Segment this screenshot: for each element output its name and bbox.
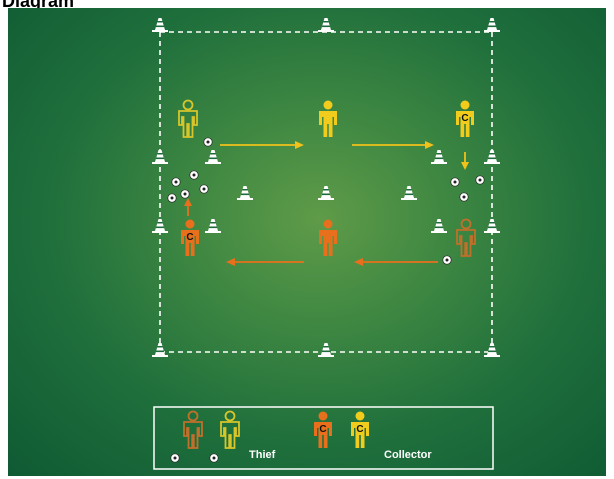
ball-icon <box>167 193 177 203</box>
arrow-down-icon <box>461 152 469 170</box>
ball-icon <box>170 453 180 463</box>
player-yellow-icon <box>319 100 337 137</box>
ball-icon <box>199 184 209 194</box>
cone-icon <box>484 219 500 233</box>
ball-icon <box>475 175 485 185</box>
collector-marker: C <box>461 113 468 124</box>
legend-collector-marker: C <box>319 424 326 435</box>
thief-yellow-outline-icon <box>178 99 198 138</box>
cone-icon <box>152 18 168 32</box>
collector-marker: C <box>186 232 193 243</box>
cone-icon <box>484 18 500 32</box>
cone-icon <box>401 186 417 200</box>
legend-box <box>153 406 494 470</box>
legend-thief-yellow-icon <box>220 410 240 449</box>
collector-yellow: C <box>456 100 474 137</box>
legend-collector-label: Collector <box>384 449 432 461</box>
ball-icon <box>209 453 219 463</box>
arrow-left-icon <box>226 258 304 266</box>
arrows <box>184 141 469 266</box>
ball-icon <box>450 177 460 187</box>
arrow-left-icon <box>354 258 438 266</box>
cone-icon <box>431 219 447 233</box>
legend-thief-label: Thief <box>249 449 276 461</box>
training-field: C C Thief C C Collector <box>8 8 606 476</box>
cone-icon <box>318 343 334 357</box>
legend-collector-orange: C <box>314 411 332 448</box>
cone-icon <box>152 343 168 357</box>
cone-icon <box>205 150 221 164</box>
diagram-title: Diagram <box>2 0 75 11</box>
legend-collector-yellow: C <box>351 411 369 448</box>
cone-icon <box>237 186 253 200</box>
arrow-right-icon <box>220 141 304 149</box>
collector-orange: C <box>181 219 199 256</box>
cone-icon <box>431 150 447 164</box>
ball-icon <box>442 255 452 265</box>
drill-diagram: C C Thief C C Collector <box>152 18 500 470</box>
cone-icon <box>484 150 500 164</box>
cone-icon <box>205 219 221 233</box>
player-orange-icon <box>319 219 337 256</box>
legend-collector-marker: C <box>356 424 363 435</box>
players: C C <box>178 99 476 257</box>
ball-icon <box>180 189 190 199</box>
ball-icon <box>203 137 213 147</box>
cone-icon <box>318 186 334 200</box>
arrow-right-icon <box>352 141 434 149</box>
thief-orange-outline-icon <box>456 218 476 257</box>
ball-icon <box>189 170 199 180</box>
ball-icon <box>171 177 181 187</box>
cone-icon <box>484 343 500 357</box>
cone-icon <box>152 150 168 164</box>
arrow-up-icon <box>184 198 192 216</box>
cone-icon <box>152 219 168 233</box>
cone-icon <box>318 18 334 32</box>
legend: Thief C C Collector <box>153 406 494 470</box>
ball-icon <box>459 192 469 202</box>
legend-thief-orange-icon <box>183 410 203 449</box>
